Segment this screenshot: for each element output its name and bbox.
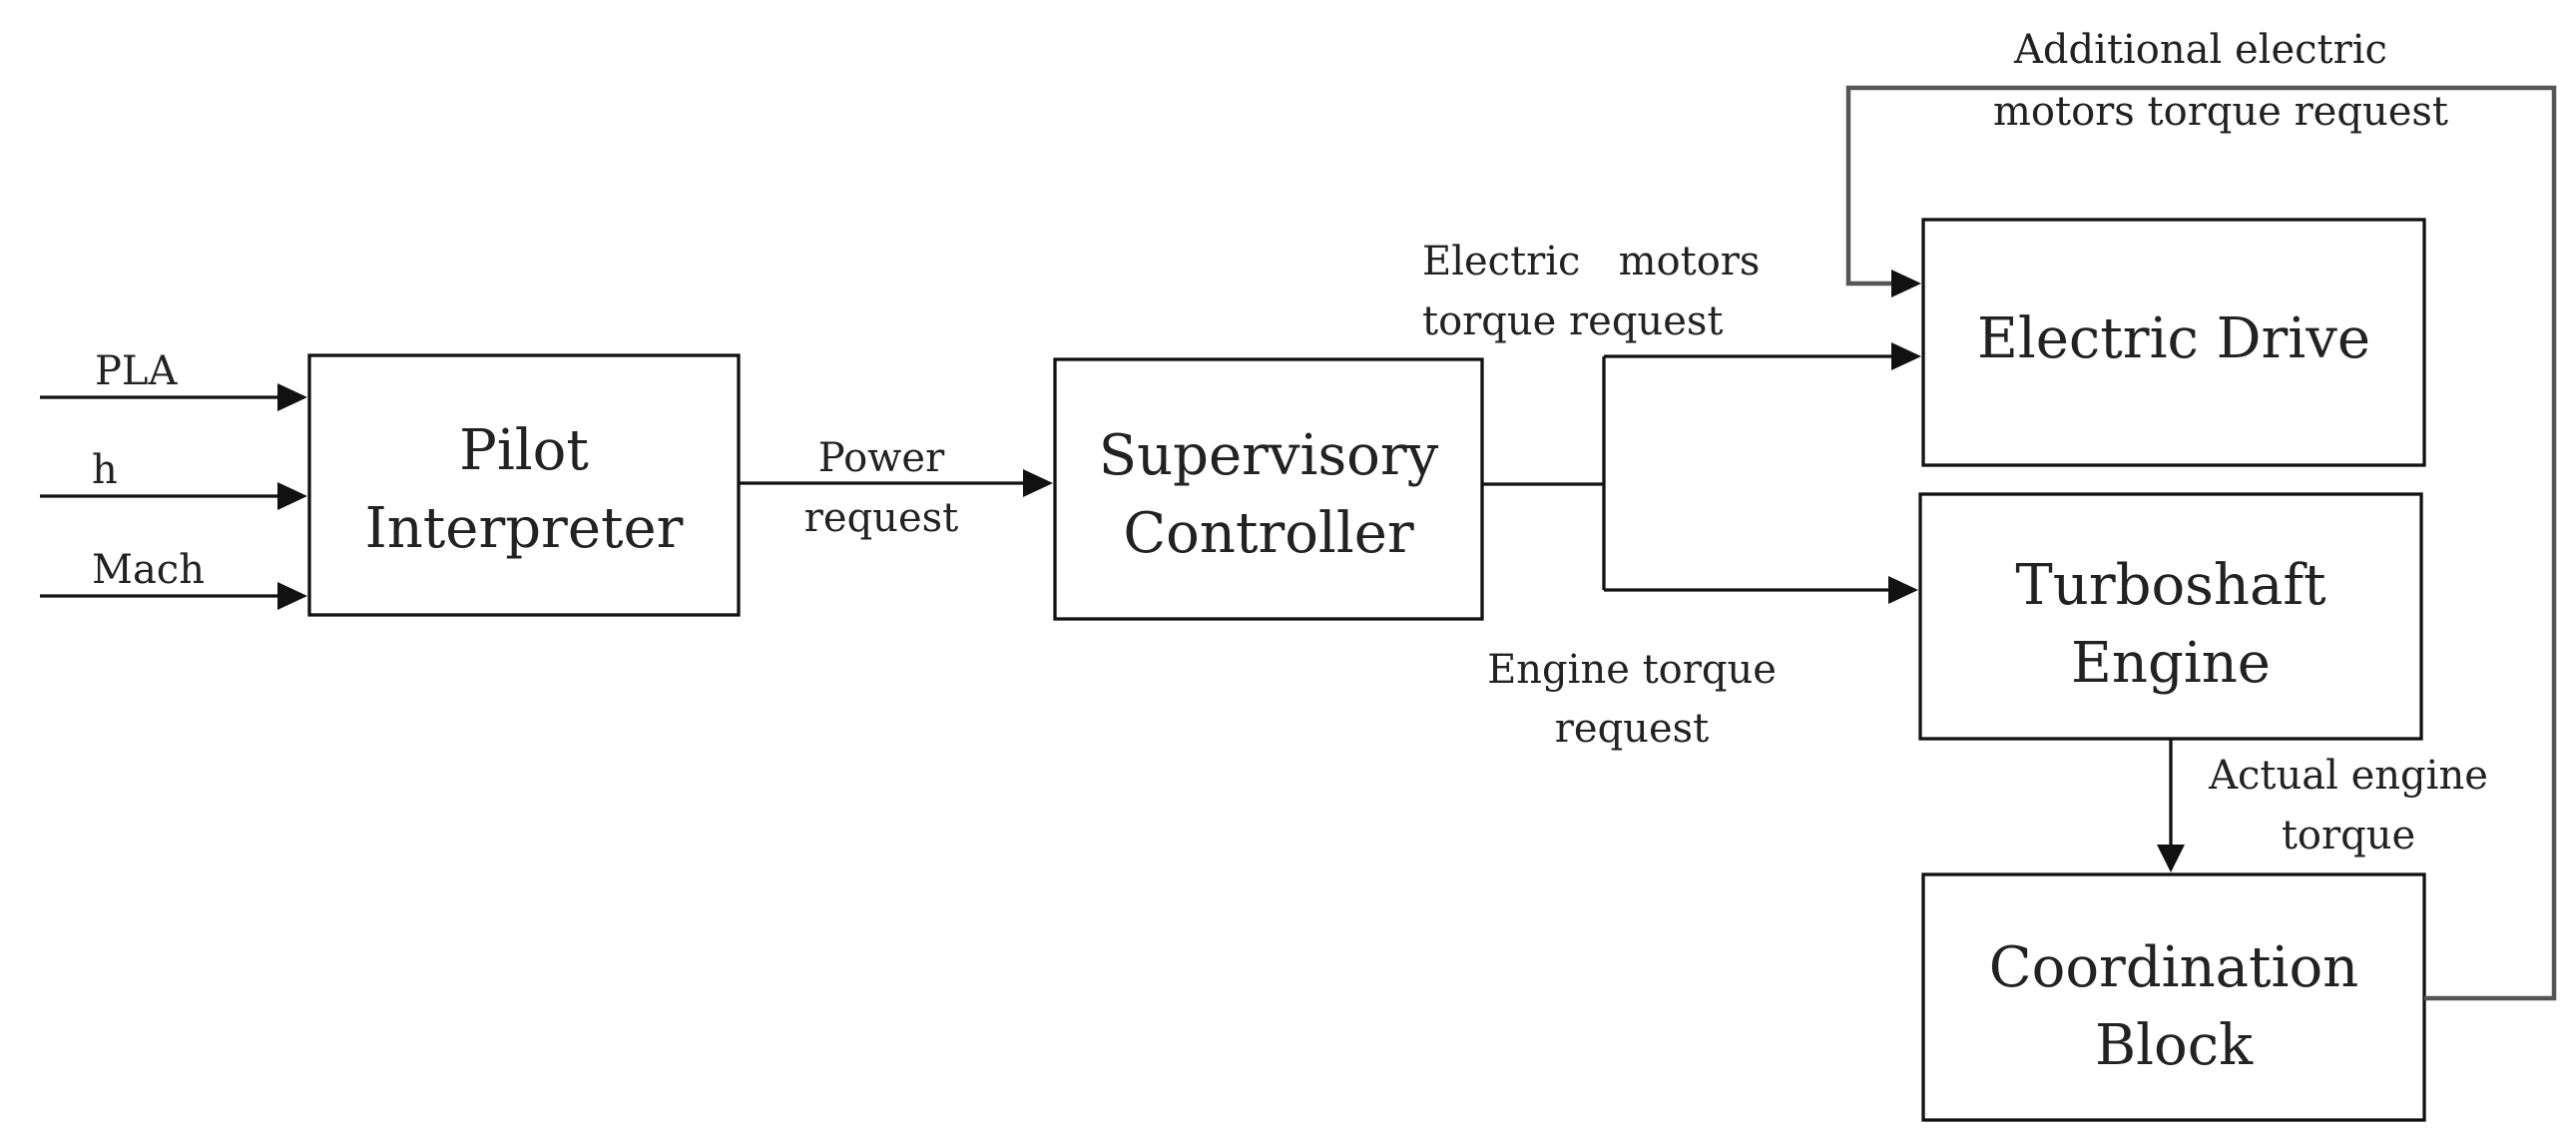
engine-torque-request-label-line1: Engine torque [1487, 647, 1777, 693]
turboshaft-engine-label-line1: Turboshaft [2015, 553, 2326, 618]
actual-engine-torque-label-line2: torque [2282, 813, 2415, 858]
pilot-interpreter-label-line2: Interpreter [365, 496, 684, 561]
input-arrow-pla: PLA [40, 348, 307, 411]
electric-drive-label: Electric Drive [1977, 306, 2370, 371]
input-arrow-h: h [40, 447, 307, 510]
supervisory-controller-label-line2: Controller [1123, 501, 1414, 566]
input-arrow-mach: Mach [40, 547, 307, 610]
supervisory-controller-block: Supervisory Controller [1053, 357, 1484, 621]
engine-torque-request-label-line2: request [1555, 706, 1709, 752]
input-label-h: h [92, 447, 118, 493]
electric-motors-torque-request-label-line1: Electric motors [1422, 239, 1760, 285]
pilot-interpreter-label-line1: Pilot [459, 418, 589, 483]
power-request-arrow: Power request [739, 435, 1053, 541]
actual-engine-torque-label-line1: Actual engine [2208, 753, 2488, 799]
electric-motors-torque-request-label-line2: torque request [1422, 298, 1723, 344]
additional-torque-request-label-line2: motors torque request [1993, 89, 2448, 135]
electric-motors-torque-request-arrow: Electric motors torque request [1422, 239, 1921, 370]
pilot-interpreter-block: Pilot Interpreter [307, 353, 741, 617]
supervisory-controller-label-line1: Supervisory [1099, 423, 1439, 488]
turboshaft-engine-block: Turboshaft Engine [1918, 492, 2423, 741]
actual-engine-torque-arrow: Actual engine torque [2157, 739, 2488, 872]
electric-drive-block: Electric Drive [1921, 218, 2426, 467]
coordination-block: Coordination Block [1921, 872, 2426, 1122]
turboshaft-engine-label-line2: Engine [2071, 631, 2271, 696]
coordination-block-label-line1: Coordination [1989, 935, 2358, 1000]
input-label-pla: PLA [95, 348, 178, 394]
additional-torque-request-label-line1: Additional electric [2013, 27, 2387, 73]
controller-output-split [1482, 356, 1606, 590]
engine-torque-request-arrow: Engine torque request [1487, 576, 1918, 752]
coordination-block-label-line2: Block [2095, 1013, 2254, 1078]
power-request-label-line1: Power [818, 435, 945, 481]
power-request-label-line2: request [804, 495, 958, 541]
input-label-mach: Mach [92, 547, 205, 593]
additional-torque-request-feedback: Additional electric motors torque reques… [1845, 27, 2557, 1001]
